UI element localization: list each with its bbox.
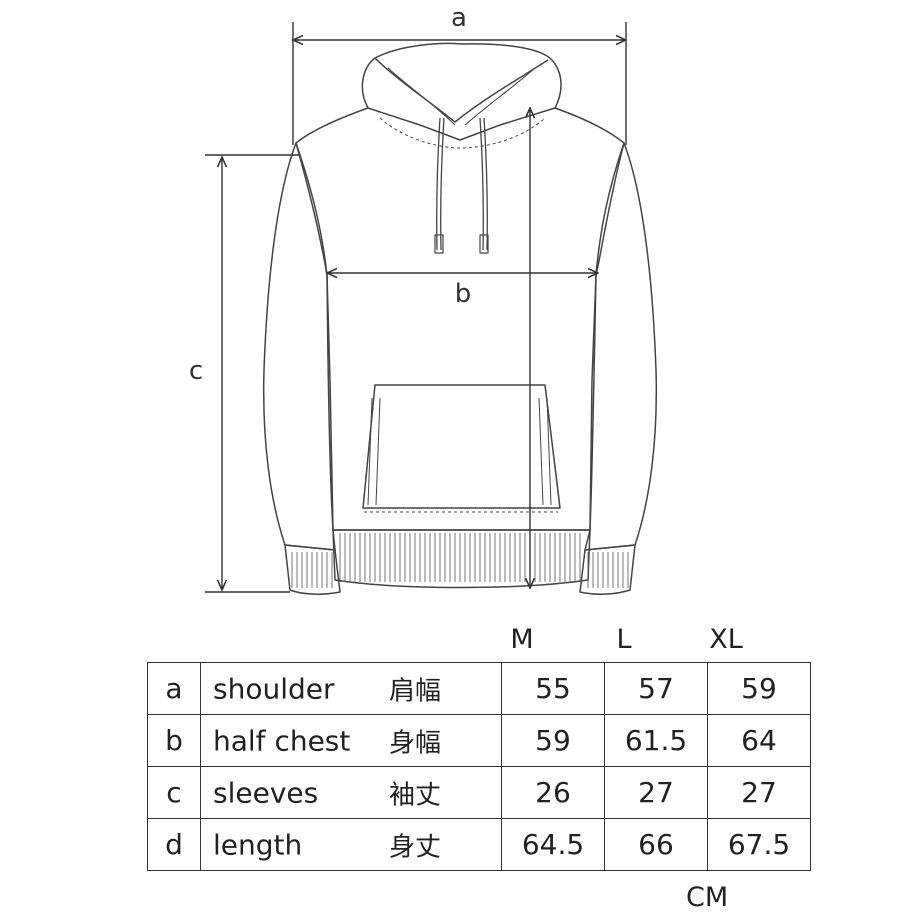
hoodie-outline [262, 42, 658, 595]
row-name-en: shoulder [213, 672, 335, 705]
cell-xl: 27 [707, 766, 811, 819]
row-name-ja: 身丈 [389, 832, 442, 862]
table-row: a shoulder 肩幅 55 57 59 [147, 662, 811, 715]
dim-b-label: b [455, 279, 472, 309]
row-letter: a [147, 662, 201, 715]
size-header-m: M [510, 624, 534, 655]
size-header-l: L [616, 624, 632, 655]
row-name: shoulder 肩幅 [200, 662, 502, 715]
drawstring-left [436, 117, 441, 251]
cell-m: 55 [501, 662, 605, 715]
row-letter: c [147, 766, 201, 819]
neckline [379, 117, 546, 149]
cell-l: 57 [604, 662, 708, 715]
cell-l: 61.5 [604, 714, 708, 767]
dim-a-label: a [451, 3, 467, 33]
unit-label: CM [686, 882, 729, 913]
rib-stripes [291, 533, 629, 588]
cell-xl: 59 [707, 662, 811, 715]
right-cuff [579, 544, 636, 595]
size-header-xl: XL [709, 624, 743, 655]
cell-m: 26 [501, 766, 605, 819]
cell-l: 27 [604, 766, 708, 819]
cell-m: 59 [501, 714, 605, 767]
row-name-ja: 肩幅 [389, 676, 442, 706]
row-name-en: length [213, 828, 303, 861]
left-cuff [284, 544, 341, 595]
cell-l: 66 [604, 818, 708, 871]
table-row: c sleeves 袖丈 26 27 27 [147, 766, 811, 819]
dim-c-label: c [189, 356, 203, 386]
row-name: length 身丈 [200, 818, 502, 871]
hem-rib [332, 529, 591, 589]
row-letter: b [147, 714, 201, 767]
cell-xl: 67.5 [707, 818, 811, 871]
left-sleeve [262, 142, 336, 551]
cell-m: 64.5 [501, 818, 605, 871]
row-letter: d [147, 818, 201, 871]
hood [361, 42, 562, 109]
hoodie-body [295, 107, 625, 531]
drawstring-right [479, 117, 484, 251]
row-name-en: sleeves [213, 776, 319, 809]
hood-inner [374, 57, 549, 123]
row-name-ja: 袖丈 [389, 780, 442, 810]
row-name: half chest 身幅 [200, 714, 502, 767]
table-row: b half chest 身幅 59 61.5 64 [147, 714, 811, 767]
row-name: sleeves 袖丈 [200, 766, 502, 819]
row-name-ja: 身幅 [389, 728, 442, 758]
right-sleeve [584, 142, 658, 551]
hoodie-diagram: a b c [189, 3, 658, 595]
row-name-en: half chest [213, 724, 351, 757]
dimension-lines [205, 22, 626, 593]
size-table: a shoulder 肩幅 55 57 59 b half chest 身幅 5… [147, 662, 811, 871]
table-row: d length 身丈 64.5 66 67.5 [147, 818, 811, 871]
cell-xl: 64 [707, 714, 811, 767]
